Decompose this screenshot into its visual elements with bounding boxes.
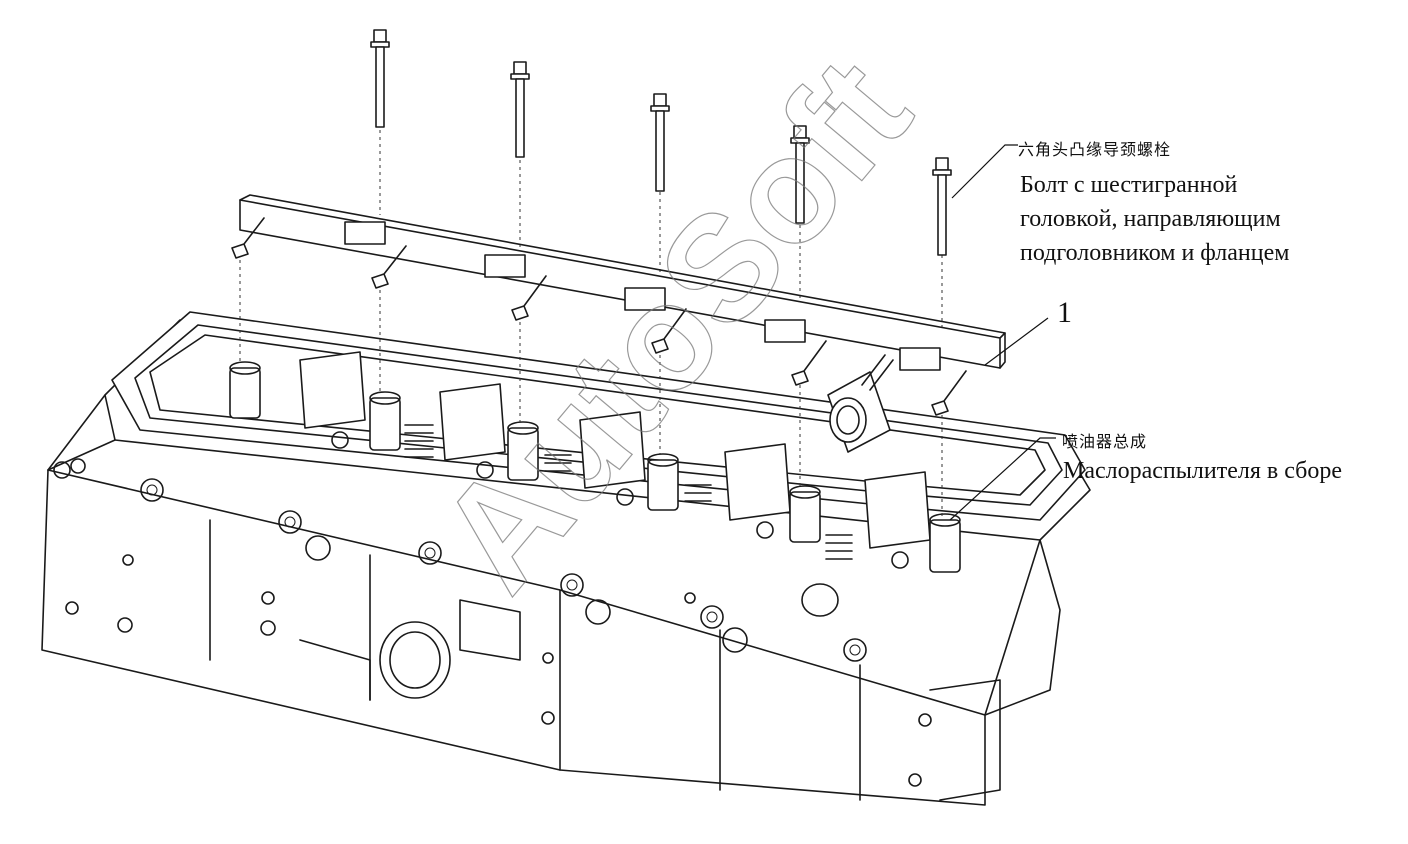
bolt-label-ru-line1: Болт с шестигранной [1020, 172, 1238, 198]
leader-lines [949, 144, 1056, 521]
flange-bolt-5 [932, 157, 952, 256]
flange-head-bolts [370, 29, 952, 256]
flange-bolt-1 [370, 29, 390, 128]
flange-bolt-3 [650, 93, 670, 192]
harness-connector [827, 354, 894, 453]
bolt-label-zh: 六角头凸缘导颈螺栓 [1018, 140, 1172, 159]
connector-assembly-axes [239, 260, 943, 518]
injector-label-zh: 喷油器总成 [1062, 432, 1148, 451]
injectors [229, 361, 961, 573]
flange-bolt-2 [510, 61, 530, 158]
part-number-1: 1 [1057, 296, 1072, 329]
injector-label-ru: Маслораспылителя в сборе [1063, 458, 1343, 484]
harness-support-bracket [231, 194, 1006, 416]
bolt-label-ru-line3: подголовником и фланцем [1020, 240, 1290, 266]
bolt-label-ru-line2: головкой, направляющим [1020, 206, 1281, 232]
valve-springs [331, 424, 909, 569]
flange-bolt-4 [790, 125, 810, 224]
rocker-towers [299, 351, 931, 549]
head-bolts-row [140, 478, 867, 662]
